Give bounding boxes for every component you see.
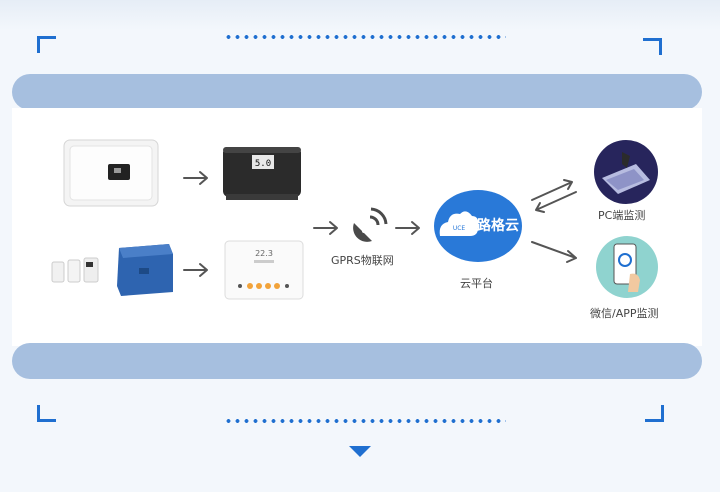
arrow-from-pc-icon	[535, 191, 577, 213]
arrow-right-icon	[395, 221, 420, 235]
thermostat-panel-image: 22.3	[224, 240, 304, 300]
dotted-divider-bottom	[224, 419, 506, 423]
bottom-band	[12, 343, 702, 379]
arrow-right-icon	[183, 171, 208, 185]
arrow-right-icon	[313, 221, 338, 235]
pc-monitor-icon	[594, 140, 658, 204]
thermostat-display-text: 22.3	[255, 249, 273, 258]
cloud-badge-code: UCE	[453, 225, 466, 232]
refrigerator-sensor-image	[63, 139, 159, 207]
top-fade	[0, 0, 720, 30]
arrow-right-icon	[183, 263, 208, 277]
cloud-badge-name: 路格云	[477, 217, 519, 234]
satellite-dish-icon	[353, 207, 388, 242]
monitor-display-text: 5.0	[255, 159, 271, 169]
mobile-app-icon	[596, 236, 658, 298]
mobile-label: 微信/APP监测	[590, 307, 659, 320]
cloud-platform-label: 云平台	[460, 277, 493, 290]
pc-label: PC端监测	[598, 209, 646, 222]
cloud-platform-badge: UCE 路格云	[434, 190, 522, 262]
temperature-monitor-image: 5.0	[223, 147, 301, 200]
corner-bracket-bottom-right	[645, 405, 664, 422]
corner-bracket-bottom-left	[37, 405, 56, 422]
corner-bracket-top-left	[37, 36, 56, 53]
wall-sensors-image	[51, 257, 99, 283]
dotted-divider-top	[224, 35, 506, 39]
cloud-icon	[439, 211, 479, 236]
arrow-to-pc-icon	[531, 179, 573, 201]
top-band	[12, 74, 702, 110]
arrow-to-mobile-icon	[531, 241, 577, 263]
blue-box-logger-image	[117, 244, 173, 296]
corner-bracket-top-right	[643, 38, 662, 55]
gprs-label: GPRS物联网	[331, 254, 394, 267]
down-arrow-icon	[349, 446, 371, 457]
